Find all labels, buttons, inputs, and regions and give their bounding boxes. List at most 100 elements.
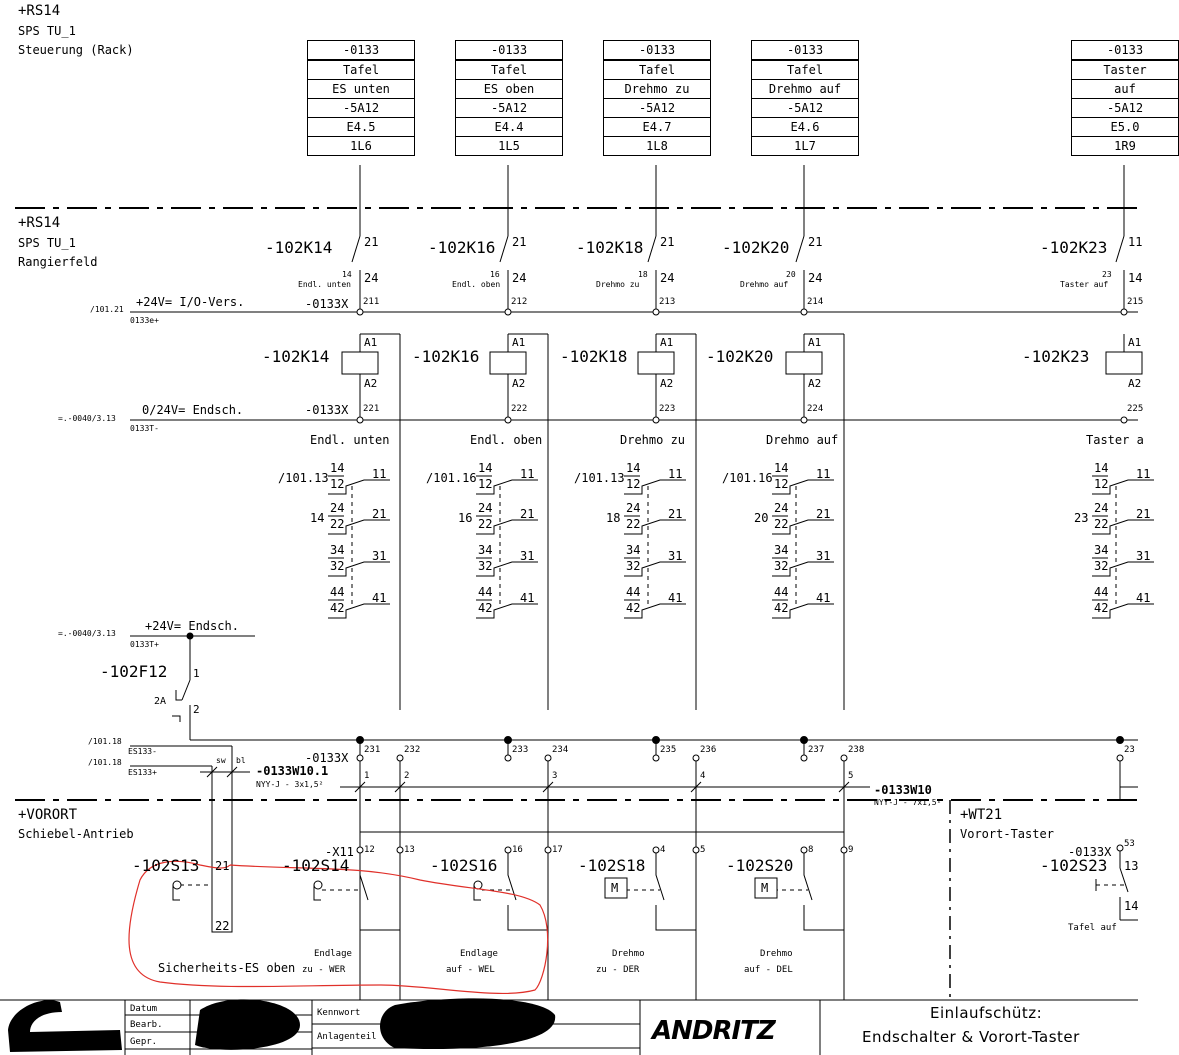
- field-device-s20-desc1: Drehmo: [760, 949, 793, 959]
- terminal-231: 231: [364, 745, 381, 755]
- relay-contact-t2-2: 24: [512, 271, 527, 285]
- contact-symbol: [772, 479, 834, 495]
- relay-contact-num-5: 23: [1102, 270, 1112, 279]
- contact-no-1-1: 14: [330, 461, 345, 475]
- cable-w10-core-3: 3: [552, 771, 558, 781]
- contact-no-3-4: 44: [626, 585, 641, 599]
- contact-nc-1-2: 22: [330, 517, 345, 531]
- tb-kennwort: Kennwort: [317, 1008, 361, 1018]
- contact-com-5-1: 11: [1136, 467, 1151, 481]
- field-device-s23-t1: 13: [1124, 859, 1139, 873]
- terminal-235: 235: [660, 745, 677, 755]
- cable-w10-core-2: 2: [404, 771, 410, 781]
- contact-no-1-4: 44: [330, 585, 345, 599]
- contact-nc-2-3: 32: [478, 559, 493, 573]
- rangier-location: +RS14: [18, 215, 61, 231]
- coil-a2-1: A2: [364, 377, 378, 390]
- contact-com-4-2: 21: [816, 507, 831, 521]
- field-terminal-9: 9: [848, 845, 854, 855]
- contact-com-5-2: 21: [1136, 507, 1151, 521]
- relay-contact-num-2: 16: [490, 270, 500, 279]
- contact-nc-1-4: 42: [330, 601, 345, 615]
- contact-com-1-4: 41: [372, 591, 387, 605]
- relay-contact-term-2: 212: [511, 297, 528, 307]
- tb-gepr: Gepr.: [130, 1037, 158, 1047]
- rack-desc: Steuerung (Rack): [18, 43, 134, 57]
- contact-symbol: [772, 519, 834, 535]
- coil-name-5: -102K23: [1022, 347, 1090, 366]
- coil-name-4: -102K20: [706, 347, 774, 366]
- field-device-s16-desc1: Endlage: [460, 949, 498, 959]
- coil-label-3: Drehmo zu: [620, 433, 686, 447]
- field-device-s18-desc2: zu - DER: [596, 965, 640, 975]
- contact-symbol: [476, 479, 538, 495]
- contact-nc-5-4: 42: [1094, 601, 1109, 615]
- contact-ref-2: /101.16: [426, 471, 477, 485]
- contact-symbol: [328, 519, 390, 535]
- contact-no-4-3: 34: [774, 543, 789, 557]
- terminal-232: 232: [404, 745, 421, 755]
- relay-contact-num-3: 18: [638, 270, 648, 279]
- contact-nc-4-2: 22: [774, 517, 789, 531]
- cable-w10-1-core-bl: bl: [236, 756, 246, 765]
- coil-name-3: -102K18: [560, 347, 628, 366]
- field-terminal-17: 17: [552, 845, 563, 855]
- cable-w10-name: -0133W10: [874, 783, 932, 797]
- contact-no-4-1: 14: [774, 461, 789, 475]
- contact-nc-4-1: 12: [774, 477, 789, 491]
- contact-num-1: 14: [310, 511, 325, 525]
- coil-a1-4: A1: [808, 336, 822, 349]
- contact-num-3: 18: [606, 511, 621, 525]
- relay-contact-desc-1: Endl. unten: [298, 280, 351, 289]
- coil-term-5: 225: [1127, 404, 1144, 414]
- endsch24-rail-label: +24V= Endsch.: [145, 619, 239, 633]
- contact-ref-1: /101.13: [278, 471, 329, 485]
- coil-a2-5: A2: [1128, 377, 1142, 390]
- contact-com-5-3: 31: [1136, 549, 1151, 563]
- contact-num-4: 20: [754, 511, 769, 525]
- terminal-238: 238: [848, 745, 865, 755]
- contact-no-2-2: 24: [478, 501, 493, 515]
- field-device-s16-desc2: auf - WEL: [446, 965, 495, 975]
- relay-contact-name-4: -102K20: [722, 238, 790, 257]
- field-device-s18-name: -102S18: [578, 856, 646, 875]
- contact-no-4-2: 24: [774, 501, 789, 515]
- field-device-s14-desc1: Endlage: [314, 949, 352, 959]
- coil-a2-2: A2: [512, 377, 526, 390]
- coil-a1-3: A1: [660, 336, 674, 349]
- endsch24-rail-ref: =.-0040/3.13: [58, 629, 116, 638]
- contact-no-3-1: 14: [626, 461, 641, 475]
- fuse-rating: 2A: [154, 696, 167, 707]
- tb-bearb: Bearb.: [130, 1020, 163, 1030]
- contact-no-2-4: 44: [478, 585, 493, 599]
- contact-num-5: 23: [1074, 511, 1089, 525]
- coil-term-3: 223: [659, 404, 676, 414]
- cable-w10-spec: NYY-J - 7x1,5²: [874, 798, 942, 807]
- io-box-4: -0133 Tafel Drehmo auf -5A12 E4.6 1L7: [751, 40, 859, 156]
- es-plus-label: ES133+: [128, 768, 157, 777]
- io-rail-ref: /101.21: [90, 305, 124, 314]
- field-device-s13-t1: 21: [215, 859, 230, 873]
- contact-nc-2-2: 22: [478, 517, 493, 531]
- contact-no-3-3: 34: [626, 543, 641, 557]
- field-device-s20-name: -102S20: [726, 856, 794, 875]
- contact-com-1-1: 11: [372, 467, 387, 481]
- field-terminal-4: 4: [660, 845, 666, 855]
- contact-nc-1-1: 12: [330, 477, 345, 491]
- field-terminal-8: 8: [808, 845, 814, 855]
- wt21-terminal: 53: [1124, 839, 1135, 849]
- contact-symbol: [772, 561, 834, 577]
- contact-symbol: [328, 603, 390, 619]
- contact-nc-3-3: 32: [626, 559, 641, 573]
- field-device-s23-t2: 14: [1124, 899, 1139, 913]
- cable-w10-core-5: 5: [848, 771, 854, 781]
- coil-a1-2: A1: [512, 336, 526, 349]
- field-device-s14-name: -102S14: [282, 856, 350, 875]
- terminal-237: 237: [808, 745, 825, 755]
- wt21-location: +WT21: [960, 807, 1003, 823]
- cable-w10-core-4: 4: [700, 771, 706, 781]
- field-terminal-12: 12: [364, 845, 375, 855]
- contact-com-2-3: 31: [520, 549, 535, 563]
- vorort-desc: Schiebel-Antrieb: [18, 827, 134, 841]
- relay-contact-t2-4: 24: [808, 271, 823, 285]
